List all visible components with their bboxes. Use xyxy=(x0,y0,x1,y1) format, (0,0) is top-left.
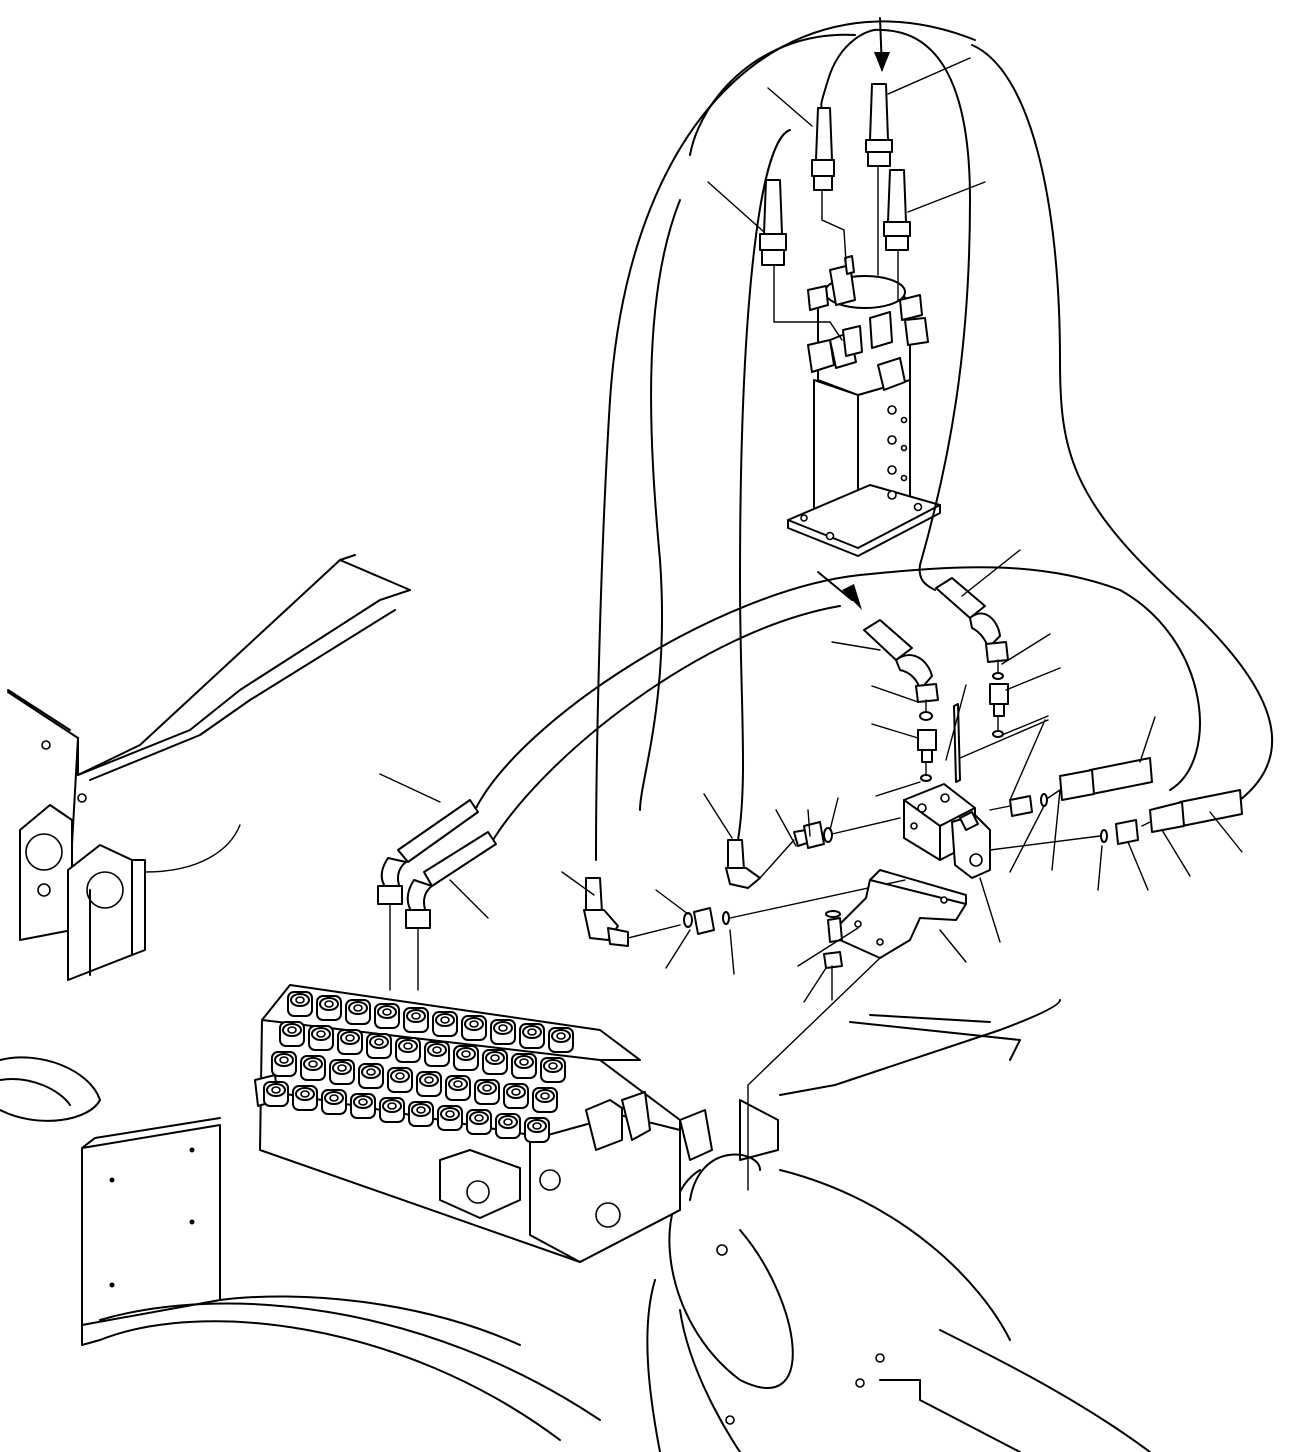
upper-hose-fitting-2 xyxy=(865,83,893,167)
leader-line xyxy=(803,967,827,1003)
leader-line xyxy=(829,797,839,831)
leader-line xyxy=(907,181,986,213)
leader-line xyxy=(797,927,859,967)
spool-port xyxy=(350,1093,376,1119)
spool-port xyxy=(287,991,313,1017)
leader-line xyxy=(939,929,967,963)
leader-line xyxy=(655,889,689,915)
spool-port xyxy=(337,1029,363,1055)
left-hose-fittings xyxy=(377,799,497,991)
leader-line xyxy=(775,809,797,847)
right-fittings xyxy=(863,577,1243,851)
spool-port xyxy=(548,1027,574,1053)
spool-port xyxy=(495,1113,521,1139)
spool-port xyxy=(263,1081,289,1107)
spool-port xyxy=(345,999,371,1025)
spool-port xyxy=(532,1087,558,1113)
leader-line xyxy=(449,879,489,919)
callout-leader-lines xyxy=(379,57,1243,1003)
leader-line xyxy=(945,684,967,761)
leader-line xyxy=(1209,811,1243,853)
spool-port xyxy=(316,995,342,1021)
leader-line xyxy=(379,773,441,803)
spool-port xyxy=(321,1089,347,1115)
long-hoses xyxy=(474,20,1274,861)
left-lower-frame xyxy=(0,1056,601,1441)
leader-line xyxy=(1161,829,1191,877)
spool-port xyxy=(482,1049,508,1075)
spool-port xyxy=(279,1021,305,1047)
leader-line xyxy=(959,719,1049,759)
middle-elbow-fittings xyxy=(583,817,906,947)
leader-line xyxy=(1001,633,1051,665)
leader-line xyxy=(767,87,813,127)
spool-port xyxy=(387,1067,413,1093)
spool-port xyxy=(424,1041,450,1067)
spool-port xyxy=(329,1059,355,1085)
spool-port xyxy=(408,1101,434,1127)
upper-hose-fitting-3 xyxy=(883,169,911,251)
spool-port xyxy=(474,1079,500,1105)
spool-port xyxy=(490,1019,516,1045)
spool-port xyxy=(395,1037,421,1063)
spool-port xyxy=(466,1109,492,1135)
spool-port xyxy=(374,1003,400,1029)
leader-line xyxy=(871,723,919,739)
leader-line xyxy=(1005,667,1061,691)
spool-port xyxy=(358,1063,384,1089)
spool-port xyxy=(416,1071,442,1097)
leader-line xyxy=(665,929,691,969)
spool-port xyxy=(292,1085,318,1111)
spool-port xyxy=(540,1057,566,1083)
direction-arrows xyxy=(817,17,890,610)
leader-line xyxy=(1139,716,1156,763)
leader-line xyxy=(729,929,735,975)
spool-port xyxy=(308,1025,334,1051)
spool-port xyxy=(403,1007,429,1033)
spool-port xyxy=(437,1105,463,1131)
leader-line xyxy=(1001,715,1049,736)
right-lower-frame xyxy=(646,999,1151,1452)
leader-line xyxy=(807,809,811,837)
selector-valve-body xyxy=(787,255,941,557)
valve-spool-ports xyxy=(263,991,574,1143)
leader-line xyxy=(887,57,971,95)
left-bracket xyxy=(19,804,241,981)
spool-port xyxy=(503,1083,529,1109)
leader-line xyxy=(979,877,1001,943)
spool-port xyxy=(511,1053,537,1079)
assembly-lines-upper xyxy=(773,165,899,341)
leader-line xyxy=(871,685,919,703)
spool-port xyxy=(366,1033,392,1059)
leader-line xyxy=(1009,805,1045,873)
upper-hose-fitting-4 xyxy=(759,179,787,266)
spool-port xyxy=(461,1015,487,1041)
spool-port xyxy=(524,1117,550,1143)
spool-port xyxy=(519,1023,545,1049)
mounting-bracket xyxy=(747,869,967,1191)
leader-line xyxy=(961,549,1021,597)
spool-port xyxy=(432,1011,458,1037)
leader-line xyxy=(1051,789,1061,871)
spool-port xyxy=(379,1097,405,1123)
leader-line xyxy=(707,181,765,233)
leader-line xyxy=(831,641,881,651)
spool-port xyxy=(453,1045,479,1071)
spool-port xyxy=(300,1055,326,1081)
leader-line xyxy=(875,781,921,797)
junction-block xyxy=(903,783,991,879)
leader-line xyxy=(703,793,733,839)
leader-line xyxy=(1009,719,1046,801)
spool-port xyxy=(271,1051,297,1077)
leader-line xyxy=(1097,845,1103,891)
leader-line xyxy=(561,871,595,896)
leader-line xyxy=(1127,841,1149,891)
upper-hose-fitting-1 xyxy=(811,107,835,191)
spool-port xyxy=(445,1075,471,1101)
